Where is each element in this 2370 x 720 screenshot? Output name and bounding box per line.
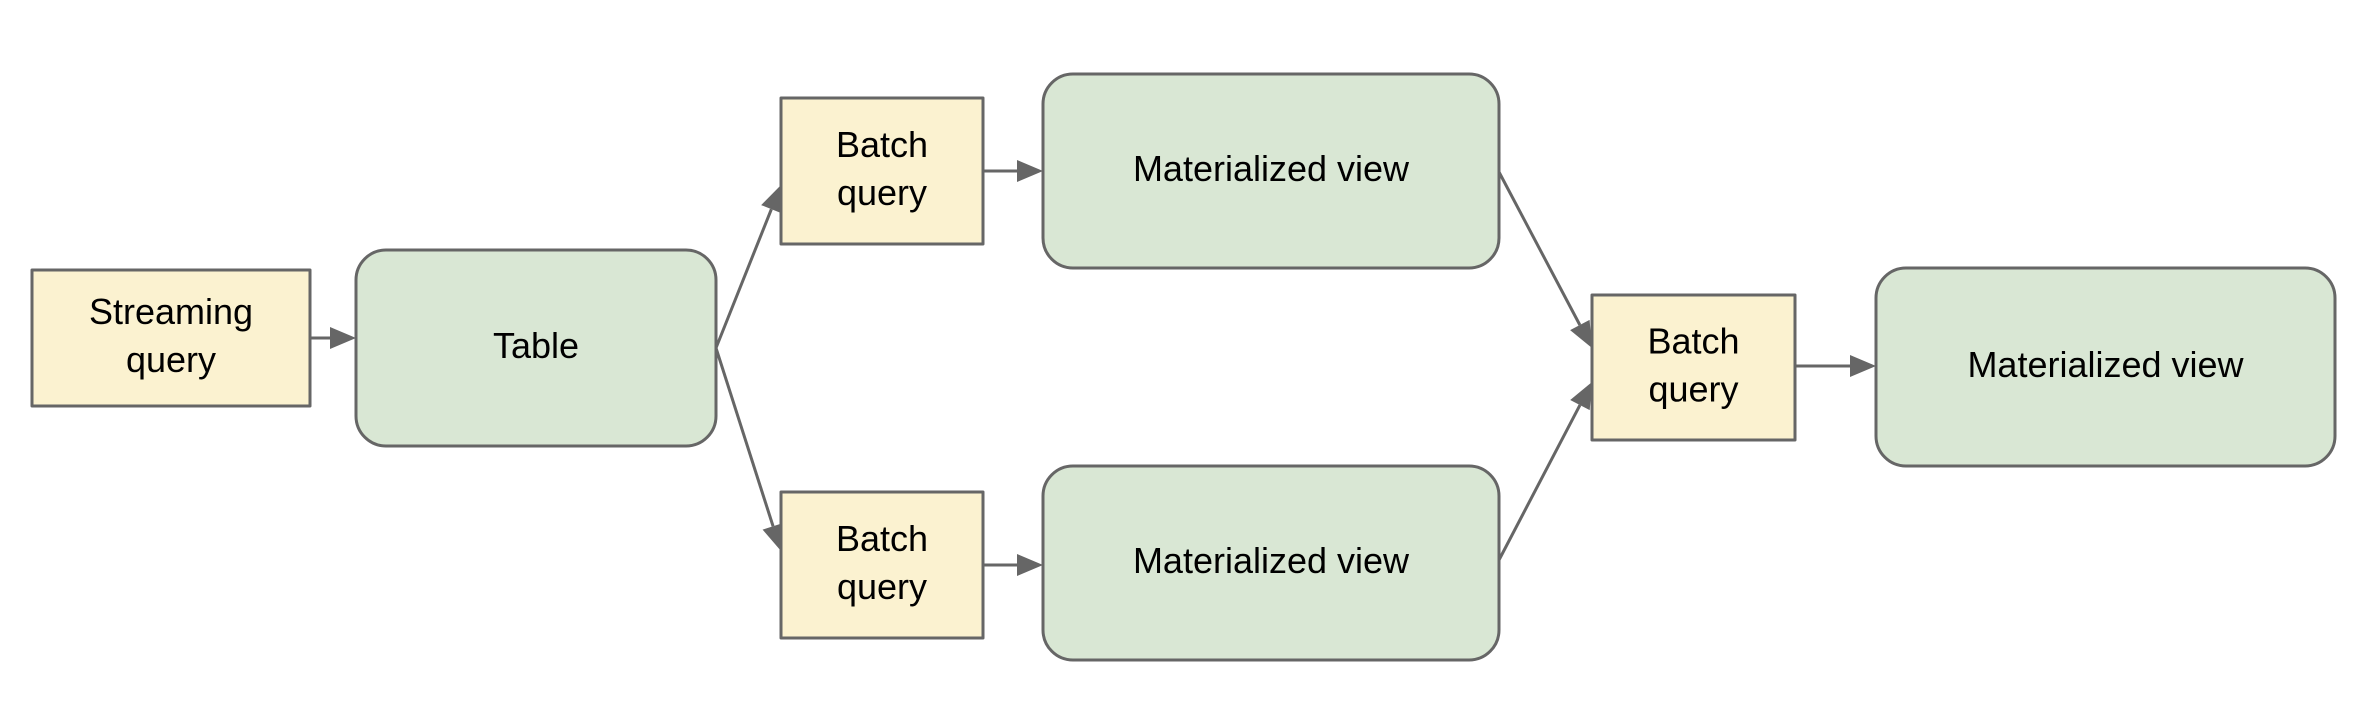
node-label-line: Streaming [89, 291, 253, 332]
arrowhead-icon [1850, 355, 1876, 377]
node-label-line: Batch [836, 518, 928, 559]
node-label-line: Materialized view [1967, 344, 2244, 385]
node-label-line: query [126, 339, 216, 380]
edge-table-to-batch-query-top [714, 185, 782, 349]
node-shape-table[interactable] [354, 248, 718, 448]
node-batch-query-join[interactable]: Batch query [1590, 293, 1797, 442]
node-label-batch-query-join: Batch query [1647, 320, 1739, 409]
edge-batch-query-top-to-materialized-view-top [983, 160, 1043, 182]
node-label-line: Batch [836, 124, 928, 165]
arrowhead-icon [1570, 382, 1592, 411]
node-materialized-view-bottom[interactable]: Materialized view [1041, 464, 1501, 662]
node-label-line: Materialized view [1133, 148, 1410, 189]
node-batch-query-top[interactable]: Batch query [779, 96, 985, 246]
node-materialized-view-final[interactable]: Materialized view [1874, 266, 2337, 468]
node-label-materialized-view-final: Materialized view [1967, 344, 2244, 385]
edge-streaming-query-to-table [310, 327, 356, 349]
node-label-line: query [1648, 368, 1738, 409]
node-label-line: query [837, 566, 927, 607]
node-label-materialized-view-top: Materialized view [1133, 148, 1410, 189]
edge-materialized-view-top-to-batch-query-join [1497, 171, 1592, 348]
edge-materialized-view-bottom-to-batch-query-join [1497, 382, 1592, 561]
edge-batch-query-bottom-to-materialized-view-bottom [983, 554, 1043, 576]
node-streaming-query[interactable]: Streaming query [30, 268, 312, 408]
node-shape-batch-query-join[interactable] [1590, 293, 1797, 442]
node-materialized-view-top[interactable]: Materialized view [1041, 72, 1501, 270]
node-label-line: Batch [1647, 320, 1739, 361]
node-shape-materialized-view-final[interactable] [1874, 266, 2337, 468]
node-label-line: Materialized view [1133, 540, 1410, 581]
node-label-batch-query-top: Batch query [836, 124, 928, 213]
node-shape-streaming-query[interactable] [30, 268, 312, 408]
node-table[interactable]: Table [354, 248, 718, 448]
arrowhead-icon [1017, 160, 1043, 182]
node-label-line: query [837, 172, 927, 213]
arrowhead-icon [761, 185, 782, 214]
arrowhead-icon [1017, 554, 1043, 576]
edge-layer [310, 160, 1876, 576]
node-label-streaming-query: Streaming query [89, 291, 253, 380]
arrowhead-icon [330, 327, 356, 349]
node-label-batch-query-bottom: Batch query [836, 518, 928, 607]
edge-batch-query-join-to-materialized-view-final [1795, 355, 1876, 377]
node-shape-materialized-view-bottom[interactable] [1041, 464, 1501, 662]
arrowhead-icon [1570, 319, 1592, 348]
node-shape-materialized-view-top[interactable] [1041, 72, 1501, 270]
node-label-materialized-view-bottom: Materialized view [1133, 540, 1410, 581]
node-label-table: Table [493, 325, 579, 366]
node-shape-batch-query-top[interactable] [779, 96, 985, 246]
node-batch-query-bottom[interactable]: Batch query [779, 490, 985, 640]
arrowhead-icon [762, 522, 784, 551]
node-shape-batch-query-bottom[interactable] [779, 490, 985, 640]
node-label-line: Table [493, 325, 579, 366]
edge-table-to-batch-query-bottom [714, 347, 784, 551]
